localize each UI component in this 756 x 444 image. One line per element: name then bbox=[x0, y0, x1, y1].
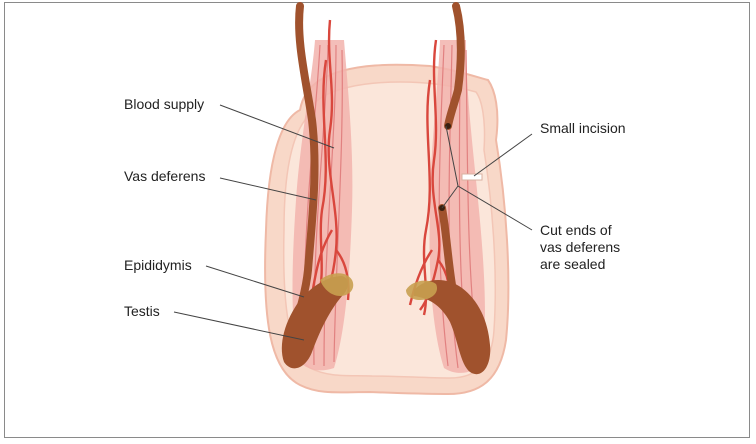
incision-mark bbox=[462, 174, 482, 180]
label-epididymis: Epididymis bbox=[124, 257, 192, 274]
label-cut-ends-line-3: are sealed bbox=[540, 256, 620, 273]
right-vas-cut-end-upper bbox=[445, 123, 451, 129]
label-cut-ends-line-2: vas deferens bbox=[540, 239, 620, 256]
label-testis: Testis bbox=[124, 303, 160, 320]
label-vas-deferens: Vas deferens bbox=[124, 168, 205, 185]
label-cut-ends: Cut ends of vas deferens are sealed bbox=[540, 222, 620, 273]
label-blood-supply: Blood supply bbox=[124, 96, 204, 113]
label-cut-ends-line-1: Cut ends of bbox=[540, 222, 620, 239]
label-small-incision: Small incision bbox=[540, 120, 626, 137]
